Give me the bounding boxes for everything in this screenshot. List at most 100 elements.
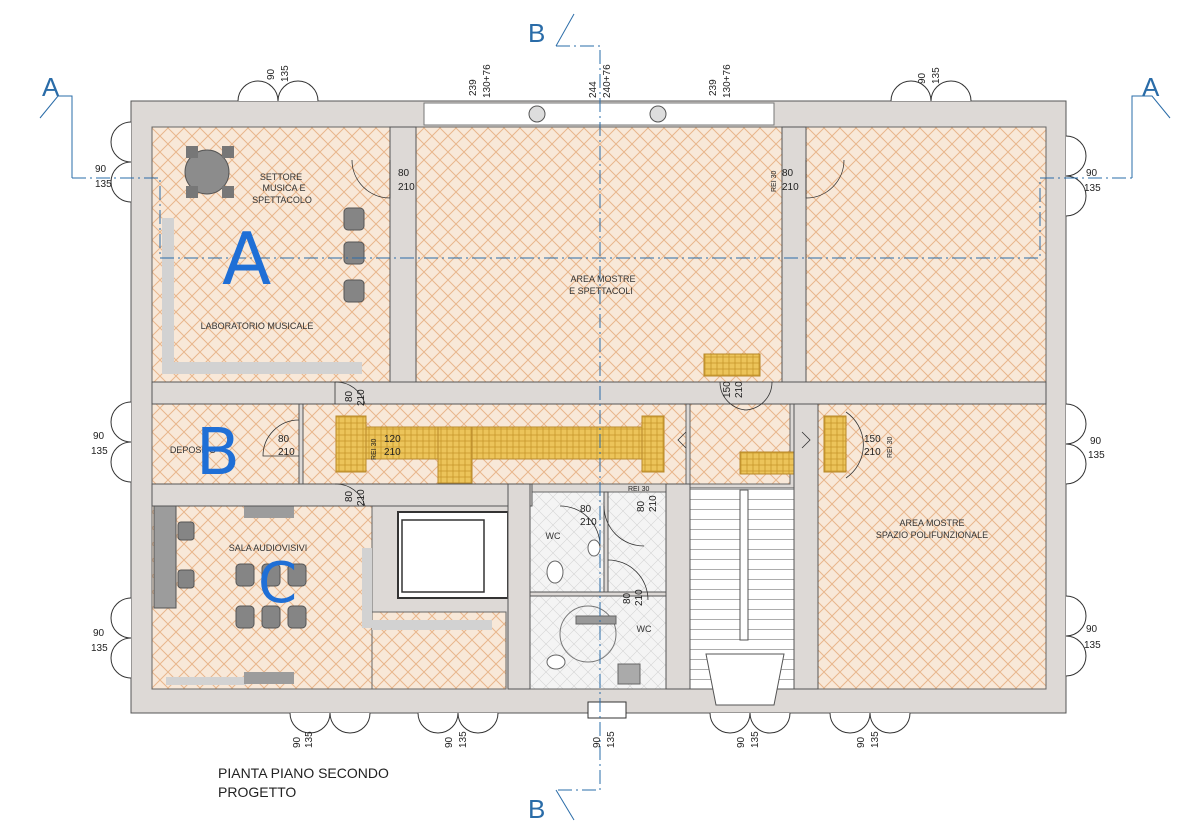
section-marker-a-right: A — [1142, 72, 1160, 102]
accessible-sink — [617, 663, 641, 685]
windows — [110, 80, 1087, 734]
window-dim-width: 90 — [917, 72, 928, 84]
handwritten-letter-b: B — [196, 416, 240, 490]
door-dim-height: 210 — [398, 182, 415, 193]
bench-lab-left — [162, 218, 174, 374]
wall — [603, 491, 609, 593]
window-dim-height: 135 — [91, 643, 108, 654]
chair — [287, 563, 307, 587]
window — [110, 597, 132, 679]
column — [528, 105, 546, 123]
room-label-area-mostre-1: AREA MOSTRE — [570, 274, 635, 284]
floor-area-mostre-spettacoli — [415, 126, 783, 383]
toilet — [546, 654, 566, 670]
window-dim-height: 135 — [95, 179, 112, 190]
door-dim-width: 80 — [636, 500, 647, 512]
window-dim-width: 90 — [1086, 624, 1098, 635]
window-strip — [423, 102, 775, 126]
room-label-area-mostre-2: E SPETTACOLI — [569, 286, 633, 296]
room-label-laboratorio: LABORATORIO MUSICALE — [201, 321, 314, 331]
door-swing — [262, 419, 300, 457]
window-dim-height: 244 — [588, 81, 599, 98]
window-dim-width: 130+76 — [722, 64, 733, 98]
wall — [781, 126, 807, 383]
console-top — [244, 506, 294, 518]
window-dim-width: 90 — [292, 736, 303, 748]
fire-rating-label: REI 30 — [371, 438, 378, 460]
turning-circle — [559, 605, 617, 663]
window-dim-height: 239 — [468, 79, 479, 96]
room-label-deposito: DEPOSITO — [170, 445, 216, 455]
gold-band-left — [335, 415, 367, 473]
door-dim-height: 210 — [634, 589, 645, 606]
handwritten-letter-c: C — [258, 551, 297, 616]
door-dim-height: 210 — [864, 447, 881, 458]
window — [237, 80, 319, 102]
room-labels: SETTORE MUSICA E SPETTACOLO LABORATORIO … — [170, 172, 988, 634]
section-marker-b-top: B — [528, 18, 545, 48]
window-dim-height: 135 — [750, 731, 761, 748]
window-dim-height: 135 — [304, 731, 315, 748]
window — [1065, 135, 1087, 217]
floor-wc-2 — [529, 595, 667, 690]
window — [1065, 403, 1087, 485]
window-dim-width: 240+76 — [602, 64, 613, 98]
wall — [389, 126, 417, 383]
bench-lab-bottom — [162, 362, 362, 374]
door-dim-width: 80 — [580, 504, 592, 515]
chair — [343, 207, 365, 231]
gold-band-corridor-sq — [437, 426, 473, 484]
window — [890, 80, 972, 102]
bench-audio-bottom — [166, 677, 246, 685]
door-dim-width: 150 — [864, 434, 881, 445]
drawing-title-line-2: PROGETTO — [218, 784, 296, 800]
window-dim-height: 135 — [280, 65, 291, 82]
elevator-car — [401, 519, 485, 593]
door-dim-width: 80 — [398, 168, 410, 179]
section-marker-a-left: A — [42, 72, 60, 102]
chair — [235, 563, 255, 587]
door-dim-height: 210 — [384, 447, 401, 458]
section-flag-a-right — [1131, 95, 1171, 178]
chair — [177, 569, 195, 589]
chair — [261, 563, 281, 587]
chair — [343, 241, 365, 265]
gold-band-landing — [739, 451, 799, 475]
door-swing — [719, 381, 773, 411]
console-bottom — [244, 672, 294, 684]
window — [417, 712, 499, 734]
room-label-settore-3: SPETTACOLO — [252, 195, 312, 205]
fire-rating-label: REI 30 — [628, 486, 650, 493]
window-dim-height: 135 — [1088, 450, 1105, 461]
window — [110, 121, 132, 203]
door-dim-width: 120 — [384, 434, 401, 445]
room-label-settore-1: SETTORE — [260, 172, 302, 182]
door-dim-height: 210 — [734, 381, 745, 398]
section-flag-b-top — [555, 13, 575, 47]
lab-chairs — [343, 207, 365, 303]
window-dim-height: 135 — [606, 731, 617, 748]
room-label-settore-2: MUSICA E — [262, 183, 305, 193]
room-label-wc-2: WC — [637, 624, 652, 634]
window-dim-width: 130+76 — [482, 64, 493, 98]
interior-walls — [151, 126, 1047, 690]
wall — [793, 403, 819, 690]
gold-band-poli — [823, 415, 847, 473]
room-label-wc-1: WC — [546, 531, 561, 541]
wall — [151, 381, 1047, 405]
room-label-area-poli-2: SPAZIO POLIFUNZIONALE — [876, 530, 988, 540]
chair — [186, 146, 198, 158]
window — [110, 401, 132, 483]
chair — [287, 605, 307, 629]
door-swing — [607, 559, 649, 601]
window-dim-width: 90 — [444, 736, 455, 748]
section-lines — [39, 13, 1171, 821]
room-label-area-poli-1: AREA MOSTRE — [899, 518, 964, 528]
window — [289, 712, 371, 734]
door-dim-width: 80 — [782, 168, 794, 179]
bench-audio-lower — [372, 620, 492, 630]
window — [1065, 595, 1087, 677]
chair — [261, 605, 281, 629]
door-swing — [845, 411, 864, 479]
